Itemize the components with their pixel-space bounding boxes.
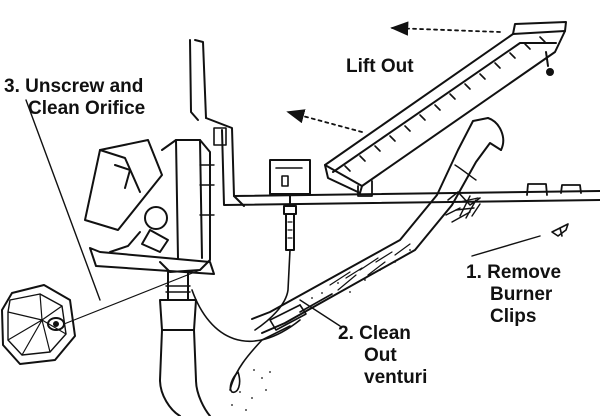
burner-icon (324, 21, 567, 197)
floor-notches (526, 183, 582, 196)
cleaning-brush (229, 195, 481, 394)
gas-supply-pipe (159, 271, 301, 416)
lift-out-arrows (286, 21, 501, 133)
callout-step2-line3: venturi (364, 367, 428, 388)
gas-valve-icon (84, 127, 227, 275)
callout-step2-line2: Out (364, 345, 397, 366)
callout-leader-lines (25, 99, 541, 327)
pilot-assembly-icon (254, 159, 311, 331)
callout-step1-line2: Burner (490, 284, 553, 305)
burner-clip-icon (551, 223, 569, 237)
callout-unscrew-clean-orifice: 3. Unscrew and Clean Orifice (4, 76, 145, 120)
callout-step3-line2: Clean Orifice (28, 98, 146, 119)
callout-lift-out: Lift Out (346, 56, 414, 77)
callout-clean-out-venturi: 2. Clean Out venturi (338, 323, 427, 389)
callout-step3-line1: 3. Unscrew and (4, 76, 144, 97)
callout-remove-burner-clips: 1. Remove Burner Clips (466, 262, 561, 328)
callout-step1-line3: Clips (490, 306, 537, 327)
callout-step1-line1: 1. Remove (466, 262, 562, 283)
hex-orifice-icon (1, 284, 76, 365)
callout-step2-line1: 2. Clean (338, 323, 411, 344)
venturi-tube (231, 117, 505, 411)
